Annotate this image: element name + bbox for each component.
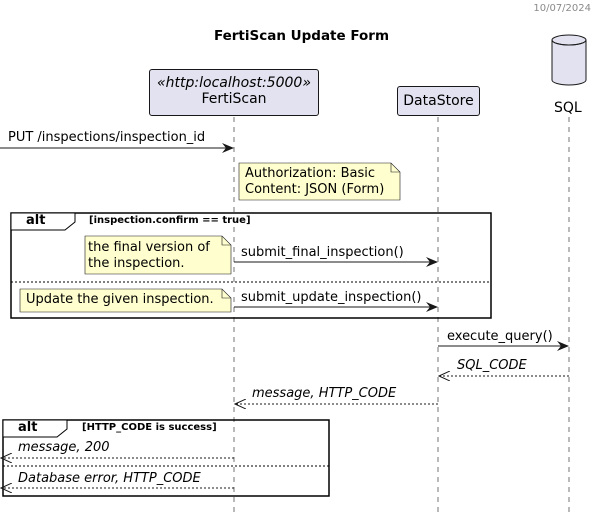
alt1-keyword: alt: [26, 213, 46, 228]
note-auth-shape: [238, 162, 401, 201]
note-update-text: Update the given inspection.: [26, 292, 214, 307]
label-message-200: message, 200: [18, 440, 110, 455]
diagram-title: FertiScan Update Form: [213, 28, 390, 44]
alt2-guard: [HTTP_CODE is success]: [82, 422, 217, 433]
note-auth-line1: Authorization: Basic: [245, 166, 375, 181]
participant-sql-name: SQL: [554, 100, 582, 116]
note-update-fold: [221, 289, 231, 299]
note-final-line2: the inspection.: [88, 256, 185, 271]
note-final-fold: [221, 236, 231, 246]
label-execute-query: execute_query(): [447, 329, 553, 344]
participant-fertiscan-stereotype: «http:localhost:5000»: [157, 75, 311, 91]
participant-datastore: DataStore: [397, 86, 480, 116]
note-final: the final version of the inspection.: [86, 236, 212, 276]
label-db-error: Database error, HTTP_CODE: [18, 471, 201, 486]
alt-fragment-confirm: [10, 212, 492, 319]
note-update: Update the given inspection.: [22, 289, 218, 311]
alt2-keyword: alt: [18, 420, 38, 435]
note-update-shape: [19, 288, 232, 313]
note-final-shape: [84, 235, 232, 275]
participant-datastore-name: DataStore: [403, 93, 474, 109]
participant-fertiscan: «http:localhost:5000» FertiScan: [149, 69, 319, 116]
sql-database-icon: [551, 34, 587, 86]
note-auth-fold: [390, 163, 400, 173]
label-submit-update: submit_update_inspection(): [241, 290, 422, 305]
note-final-line1: the final version of: [88, 240, 210, 255]
alt1-guard: [inspection.confirm == true]: [89, 215, 251, 226]
label-message-http: message, HTTP_CODE: [252, 386, 397, 401]
note-auth-line2: Content: JSON (Form): [245, 182, 385, 197]
note-auth: Authorization: Basic Content: JSON (Form…: [240, 163, 389, 201]
participant-fertiscan-name: FertiScan: [201, 91, 267, 107]
label-sql-code: SQL_CODE: [457, 358, 527, 373]
diagram-date: 10/07/2024: [533, 3, 591, 14]
label-put-request: PUT /inspections/inspection_id: [8, 130, 206, 145]
label-submit-final: submit_final_inspection(): [241, 245, 404, 260]
